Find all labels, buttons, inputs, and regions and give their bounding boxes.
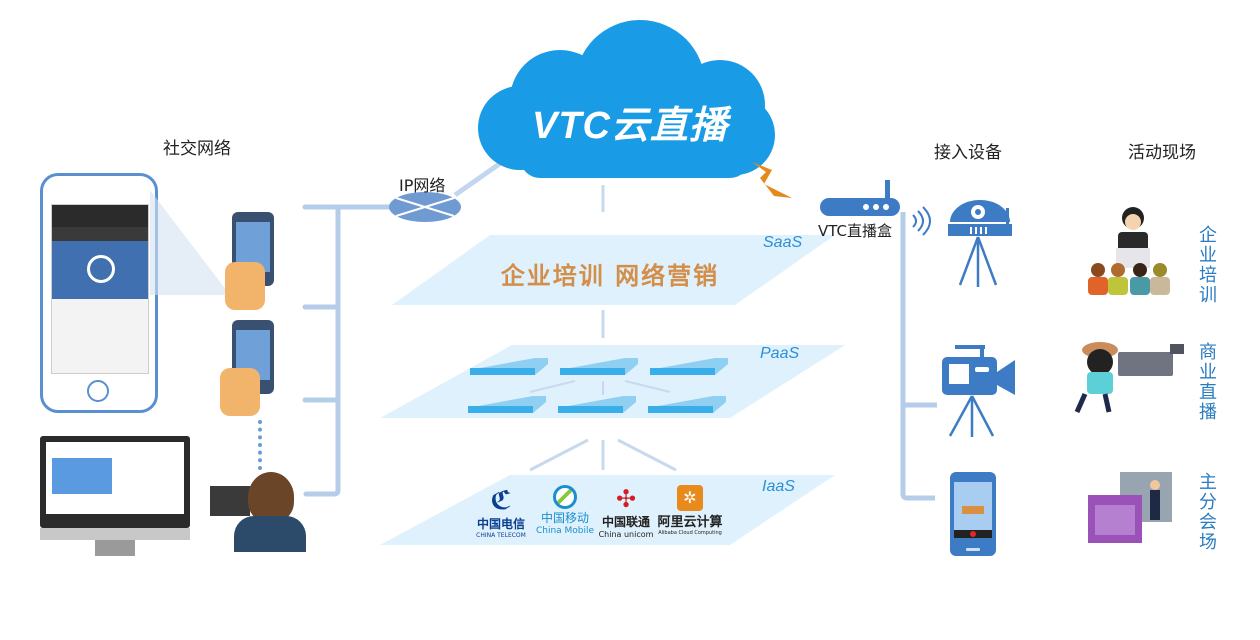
- server-icon: [648, 396, 726, 413]
- monitor-stand: [40, 528, 190, 540]
- social-network-heading: 社交网络: [163, 139, 231, 159]
- paas-tag: PaaS: [760, 345, 800, 362]
- social-bracket-lines: [302, 204, 398, 497]
- ptz-camera-icon: [948, 200, 1012, 287]
- paas-layer: [380, 345, 845, 418]
- wifi-waves-icon: [912, 206, 931, 236]
- cameraman-illustration: [1074, 342, 1184, 414]
- ip-cloud-line: [453, 157, 507, 198]
- server-icon: [650, 358, 728, 375]
- person-head: [248, 472, 294, 522]
- alibaba-cloud-logo: ✲ 阿里云计算 Alibaba Cloud Computing: [655, 485, 725, 536]
- iaas-layer: [380, 475, 835, 545]
- scene-label-enterprise-training: 企业培训: [1199, 225, 1217, 306]
- device-bracket-lines: [900, 212, 937, 501]
- server-icon: [560, 358, 638, 375]
- cloud-icon: [478, 20, 775, 178]
- dotted-line: [258, 420, 266, 470]
- play-icon[interactable]: [87, 255, 115, 283]
- china-mobile-logo: 中国移动 China Mobile: [535, 485, 595, 536]
- saas-layer: [392, 235, 835, 305]
- person-body: [234, 516, 306, 552]
- router-icon: [820, 180, 900, 216]
- access-devices-heading: 接入设备: [934, 143, 1002, 163]
- lightning-icon: [752, 162, 792, 198]
- large-phone-illustration: [40, 173, 158, 413]
- desktop-monitor-illustration: [40, 436, 190, 528]
- paas-servers: [468, 358, 728, 413]
- router-label: VTC直播盒: [818, 222, 893, 240]
- saas-services-text: 企业培训 网络营销: [500, 262, 720, 290]
- scene-label-commercial-live: 商业直播: [1199, 342, 1217, 423]
- server-icon: [468, 396, 546, 413]
- scene-label-main-sub-venue: 主分会场: [1199, 472, 1217, 553]
- iaas-tag: IaaS: [762, 478, 795, 495]
- smartphone-icon: [950, 472, 996, 556]
- center-connectors: [529, 185, 677, 472]
- cloud-title: VTC云直播: [531, 105, 728, 147]
- ip-network-icon: [389, 192, 461, 222]
- saas-tag: SaaS: [763, 234, 803, 251]
- server-icon: [558, 396, 636, 413]
- hand-2: [220, 368, 260, 416]
- speaker-podium-illustration: [1088, 207, 1170, 295]
- zoom-projection: [150, 190, 230, 295]
- server-icon: [470, 358, 548, 375]
- ip-network-label: IP网络: [399, 176, 446, 195]
- china-telecom-logo: ℭ 中国电信 CHINA TELECOM: [476, 486, 526, 539]
- hand-1: [225, 262, 265, 310]
- video-camera-icon: [942, 345, 1015, 437]
- event-scene-heading: 活动现场: [1128, 143, 1196, 163]
- laptop-user-illustration: [210, 486, 250, 516]
- china-unicom-logo: ✣ 中国联通 China unicom: [598, 485, 654, 539]
- monitor-base: [95, 540, 135, 556]
- stage-venue-illustration: [1088, 472, 1172, 543]
